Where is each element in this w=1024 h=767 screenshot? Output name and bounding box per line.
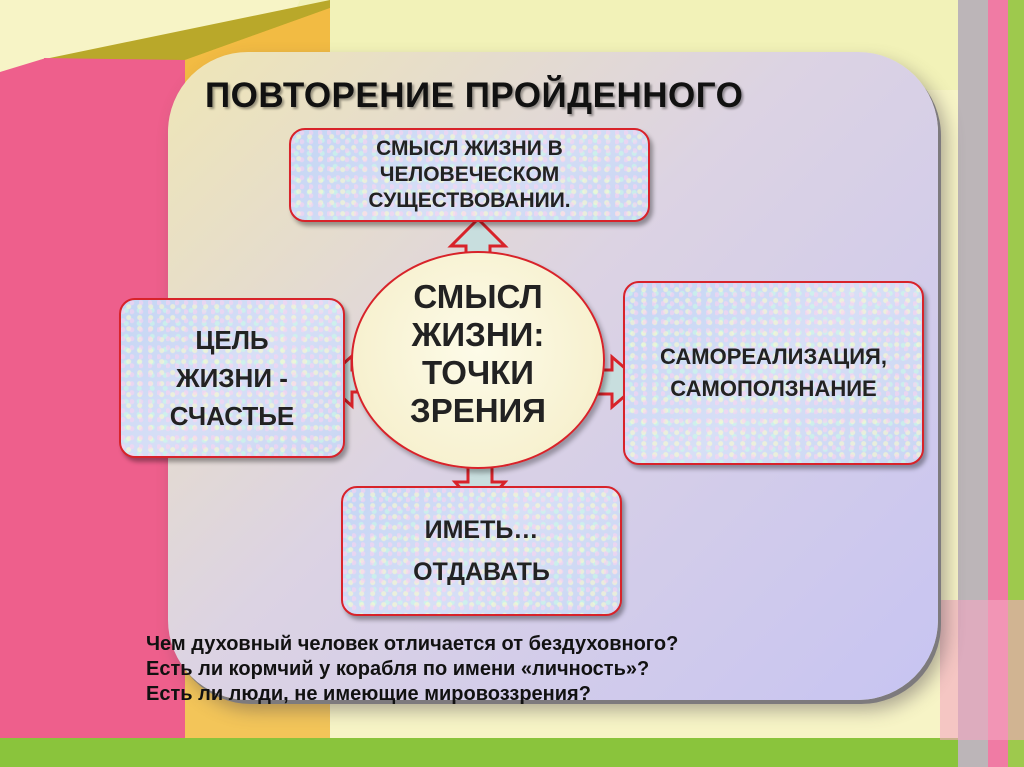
bottom-green-band	[0, 738, 1024, 767]
center-line: СМЫСЛ	[413, 278, 543, 315]
block-top-face	[40, 0, 330, 62]
top-box-line: СУЩЕСТВОВАНИИ.	[368, 189, 571, 212]
top-concept-box: СМЫСЛ ЖИЗНИ В ЧЕЛОВЕЧЕСКОМ СУЩЕСТВОВАНИИ…	[289, 128, 650, 222]
left-box-line: ЖИЗНИ -	[176, 363, 288, 393]
pink-block	[44, 58, 185, 767]
left-box-line: ЦЕЛЬ	[195, 325, 269, 355]
question-line: Есть ли кормчий у корабля по имени «личн…	[146, 658, 650, 680]
center-line: ЖИЗНИ:	[411, 316, 545, 353]
right-concept-box: САМОРЕАЛИЗАЦИЯ, САМОПОЛЗНАНИЕ	[623, 281, 924, 465]
right-box-line: САМОРЕАЛИЗАЦИЯ,	[660, 344, 887, 369]
top-box-line: ЧЕЛОВЕЧЕСКОМ	[379, 163, 560, 186]
question-line: Чем духовный человек отличается от безду…	[146, 633, 679, 655]
bottom-box-line: ОТДАВАТЬ	[413, 558, 550, 586]
page-title: ПОВТОРЕНИЕ ПРОЙДЕННОГО	[205, 76, 744, 115]
right-box-line: САМОПОЛЗНАНИЕ	[670, 376, 877, 401]
center-line: ТОЧКИ	[421, 354, 535, 391]
left-box-line: СЧАСТЬЕ	[169, 401, 295, 431]
center-circle	[351, 251, 605, 469]
review-questions: Чем духовный человек отличается от безду…	[146, 632, 926, 707]
center-concept: СМЫСЛ ЖИЗНИ: ТОЧКИ ЗРЕНИЯ	[351, 278, 605, 430]
center-line: ЗРЕНИЯ	[410, 392, 546, 429]
bottom-concept-box: ИМЕТЬ… ОТДАВАТЬ	[341, 486, 622, 616]
left-concept-box: ЦЕЛЬ ЖИЗНИ - СЧАСТЬЕ	[119, 298, 345, 458]
bottom-box-line: ИМЕТЬ…	[424, 516, 539, 544]
question-line: Есть ли люди, не имеющие мировоззрения?	[146, 683, 591, 705]
top-box-line: СМЫСЛ ЖИЗНИ В	[376, 137, 563, 160]
